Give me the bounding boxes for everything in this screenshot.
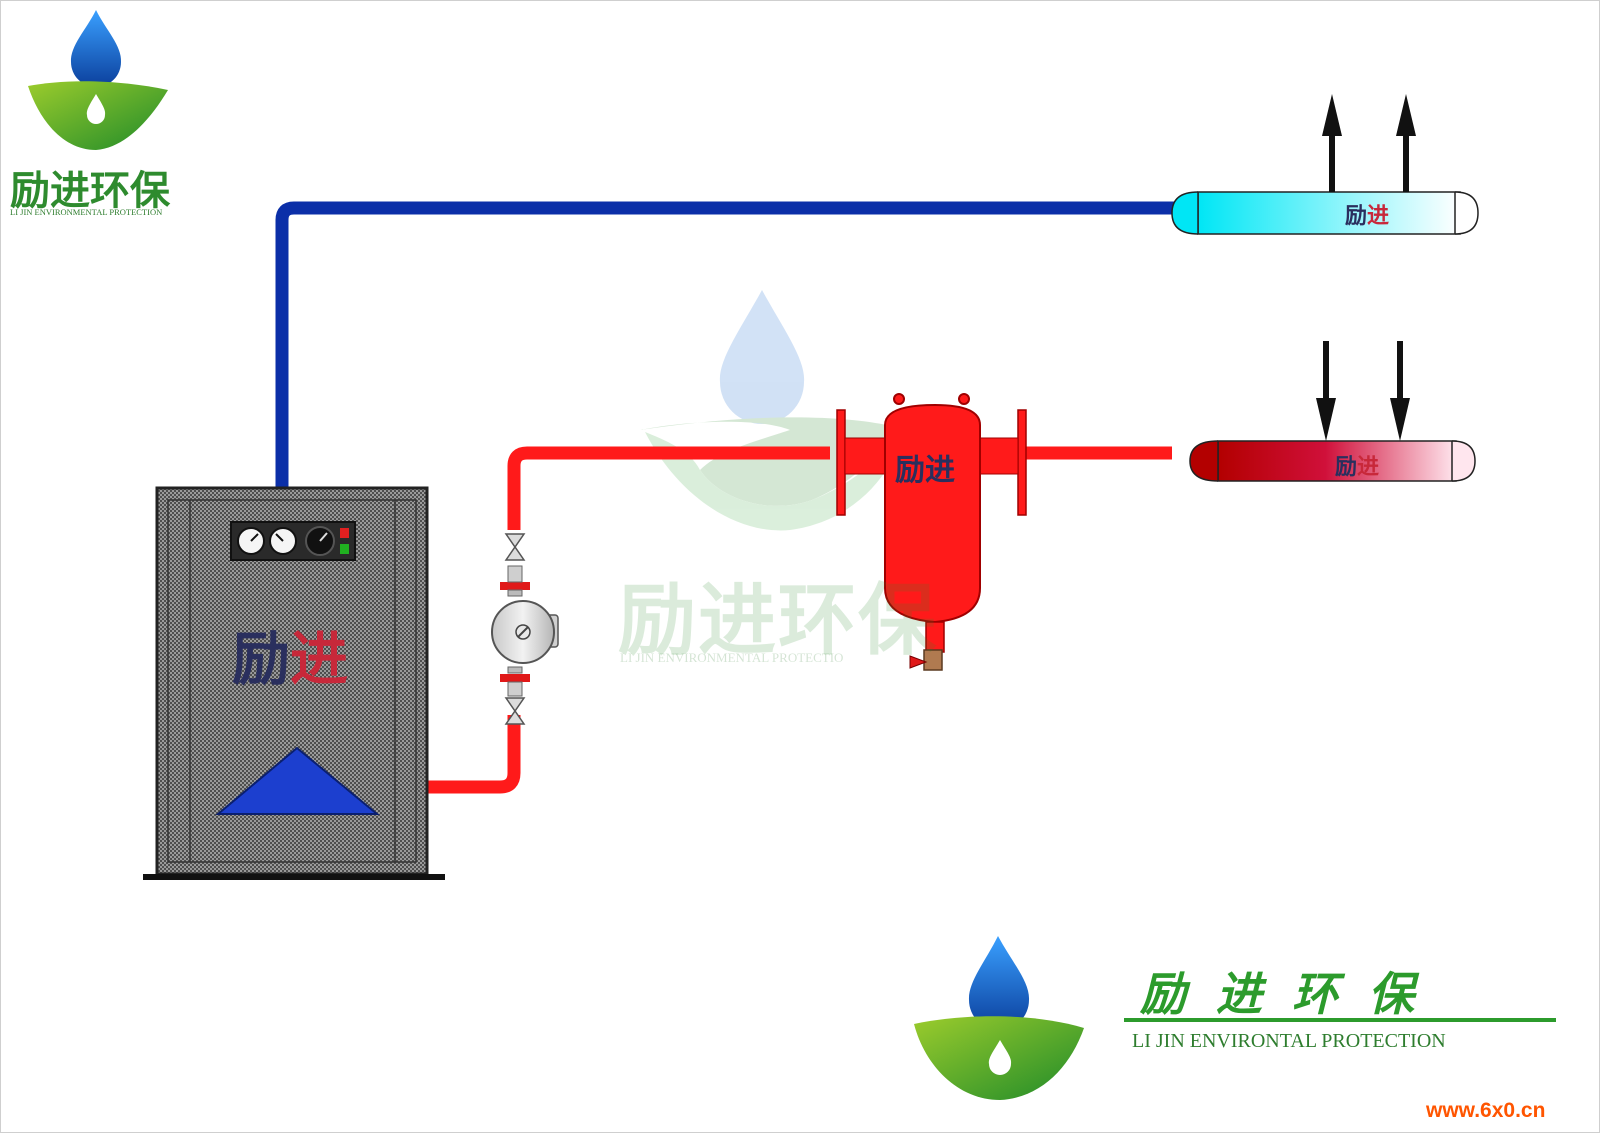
logo-bottom-right-english: LI JIN ENVIRONTAL PROTECTION [1132, 1030, 1446, 1052]
flow-arrow-up-icon [1396, 94, 1416, 192]
circulation-pump [491, 589, 559, 674]
logo-bottom-right-chinese: 励进环保 [1140, 967, 1444, 1021]
boiler [143, 486, 445, 880]
green-leaf-icon [640, 417, 900, 506]
drain-valve-icon [923, 649, 943, 671]
supply-pipe [275, 201, 1175, 488]
supply-header [1171, 94, 1479, 235]
watermark-logo-graphic [640, 290, 905, 531]
flow-arrow-down-icon [1390, 341, 1410, 441]
boiler-base [143, 874, 445, 880]
lower-valve [500, 674, 530, 725]
return-pipe-pump-separator [507, 446, 830, 530]
mark-part-2: 进 [1367, 203, 1390, 229]
upper-valve [500, 533, 530, 590]
mark-part-1: 励 [232, 625, 291, 693]
mark-part-2: 进 [1357, 454, 1380, 480]
website-url[interactable]: www.6x0.cn [1426, 1099, 1546, 1122]
boiler-flame-triangle [215, 746, 380, 815]
mark-part-1: 励 [1335, 454, 1358, 480]
water-drop-icon [968, 936, 1030, 1030]
mark-part-2: 进 [925, 453, 955, 488]
logo-top-left-graphic [28, 10, 168, 150]
indicator-light-green [340, 544, 349, 554]
logo-top-left-chinese: 励进环保 [10, 168, 170, 214]
mark-part-2: 进 [290, 625, 349, 693]
separator-brand-mark: 励进 [895, 445, 955, 489]
flow-arrow-down-icon [1316, 341, 1336, 441]
dirt-separator [836, 393, 1027, 671]
flow-arrow-up-icon [1322, 94, 1342, 192]
valve-icon [504, 697, 526, 713]
return-header-brand-mark: 励进 [1335, 449, 1379, 481]
return-pipe-boiler-pump [425, 715, 521, 794]
logo-underline [1124, 1018, 1556, 1022]
valve-icon [504, 533, 526, 549]
watermark-chinese: 励进环保 [618, 576, 939, 666]
logo-bottom-right-graphic [914, 936, 1556, 1100]
supply-header-brand-mark: 励进 [1345, 198, 1389, 230]
mark-part-1: 励 [895, 453, 925, 488]
boiler-control-panel [230, 521, 356, 561]
return-header [1189, 341, 1476, 482]
indicator-light-red [340, 528, 349, 538]
logo-top-left-english: LI JIN ENVIRONMENTAL PROTECTION [10, 207, 163, 217]
mark-part-1: 励 [1345, 203, 1368, 229]
watermark-english: LI JIN ENVIRONMENTAL PROTECTIO [620, 650, 844, 665]
boiler-brand-mark: 励进 [232, 612, 348, 696]
water-drop-icon [719, 290, 805, 424]
water-drop-icon [70, 10, 122, 87]
